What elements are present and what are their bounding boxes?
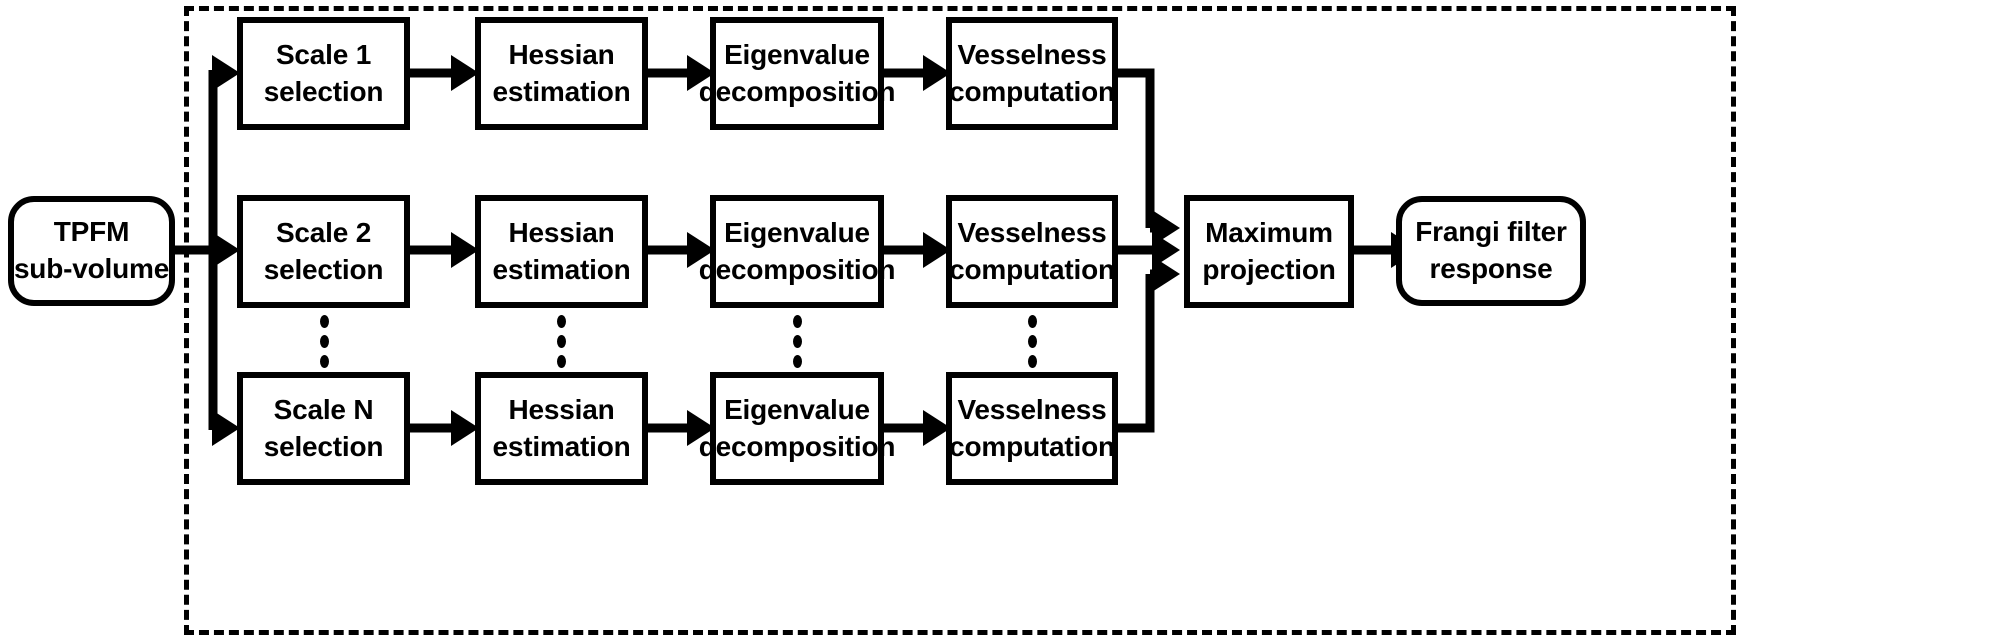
- ellipsis-dot: [1027, 315, 1037, 328]
- node-hessian-row2-line1: Hessian: [508, 216, 615, 248]
- ellipsis-dot: [556, 335, 566, 348]
- node-hessian-row1-line1: Hessian: [508, 38, 615, 70]
- node-vesselness-computation-row1[interactable]: Vesselness computation: [946, 17, 1118, 130]
- node-vesselness-computation-row3[interactable]: Vesselness computation: [946, 372, 1118, 485]
- node-eigenvalue-decomposition-row3[interactable]: Eigenvalue decomposition: [699, 372, 895, 485]
- node-hessian-row3-line1: Hessian: [508, 393, 615, 425]
- ellipsis-dot: [792, 335, 802, 348]
- node-scale-1-line1: Scale 1: [275, 38, 372, 70]
- node-eigen-row3-line1: Eigenvalue: [724, 393, 870, 425]
- ellipsis-dot: [319, 315, 329, 328]
- node-tpfm-line1: TPFM: [53, 216, 130, 248]
- node-eigen-row1-line2: decomposition: [698, 75, 896, 107]
- node-vesselness-row2-line2: computation: [949, 253, 1115, 285]
- ellipsis-dot: [319, 355, 329, 368]
- node-eigen-row2-line2: decomposition: [698, 253, 896, 285]
- node-eigenvalue-decomposition-row1[interactable]: Eigenvalue decomposition: [699, 17, 895, 130]
- ellipsis-eigenvalue-column: [792, 315, 802, 368]
- ellipsis-dot: [556, 315, 566, 328]
- ellipsis-dot: [556, 355, 566, 368]
- ellipsis-dot: [319, 335, 329, 348]
- node-maximum-projection-line1: Maximum: [1205, 216, 1333, 248]
- ellipsis-vesselness-column: [1027, 315, 1037, 368]
- node-vesselness-row1-line1: Vesselness: [957, 38, 1107, 70]
- node-vesselness-row1-line2: computation: [949, 75, 1115, 107]
- node-scale-2-line2: selection: [263, 253, 384, 285]
- node-hessian-row2-line2: estimation: [492, 253, 631, 285]
- ellipsis-scale-column: [319, 315, 329, 368]
- node-vesselness-row3-line1: Vesselness: [957, 393, 1107, 425]
- ellipsis-dot: [792, 355, 802, 368]
- multiscale-group-boundary: [184, 6, 1736, 635]
- node-scale-2-line1: Scale 2: [275, 216, 372, 248]
- ellipsis-dot: [1027, 355, 1037, 368]
- node-hessian-estimation-row1[interactable]: Hessian estimation: [475, 17, 648, 130]
- node-scale-2-selection[interactable]: Scale 2 selection: [237, 195, 410, 308]
- node-tpfm-line2: sub-volume: [13, 253, 170, 284]
- node-maximum-projection[interactable]: Maximum projection: [1184, 195, 1354, 308]
- ellipsis-dot: [792, 315, 802, 328]
- node-hessian-row3-line2: estimation: [492, 430, 631, 462]
- node-frangi-line2: response: [1429, 253, 1553, 284]
- ellipsis-dot: [1027, 335, 1037, 348]
- ellipsis-hessian-column: [556, 315, 566, 368]
- node-eigen-row2-line1: Eigenvalue: [724, 216, 870, 248]
- node-eigenvalue-decomposition-row2[interactable]: Eigenvalue decomposition: [699, 195, 895, 308]
- node-eigen-row1-line1: Eigenvalue: [724, 38, 870, 70]
- node-frangi-filter-response[interactable]: Frangi filter response: [1396, 196, 1586, 306]
- node-scale-n-line2: selection: [263, 430, 384, 462]
- node-eigen-row3-line2: decomposition: [698, 430, 896, 462]
- node-tpfm-sub-volume[interactable]: TPFM sub-volume: [8, 196, 175, 306]
- node-hessian-estimation-row3[interactable]: Hessian estimation: [475, 372, 648, 485]
- node-vesselness-row2-line1: Vesselness: [957, 216, 1107, 248]
- node-scale-1-line2: selection: [263, 75, 384, 107]
- node-hessian-estimation-row2[interactable]: Hessian estimation: [475, 195, 648, 308]
- node-vesselness-computation-row2[interactable]: Vesselness computation: [946, 195, 1118, 308]
- node-frangi-line1: Frangi filter: [1415, 216, 1567, 248]
- node-hessian-row1-line2: estimation: [492, 75, 631, 107]
- node-scale-1-selection[interactable]: Scale 1 selection: [237, 17, 410, 130]
- node-vesselness-row3-line2: computation: [949, 430, 1115, 462]
- node-scale-n-selection[interactable]: Scale N selection: [237, 372, 410, 485]
- node-scale-n-line1: Scale N: [273, 393, 374, 425]
- node-maximum-projection-line2: projection: [1202, 253, 1336, 285]
